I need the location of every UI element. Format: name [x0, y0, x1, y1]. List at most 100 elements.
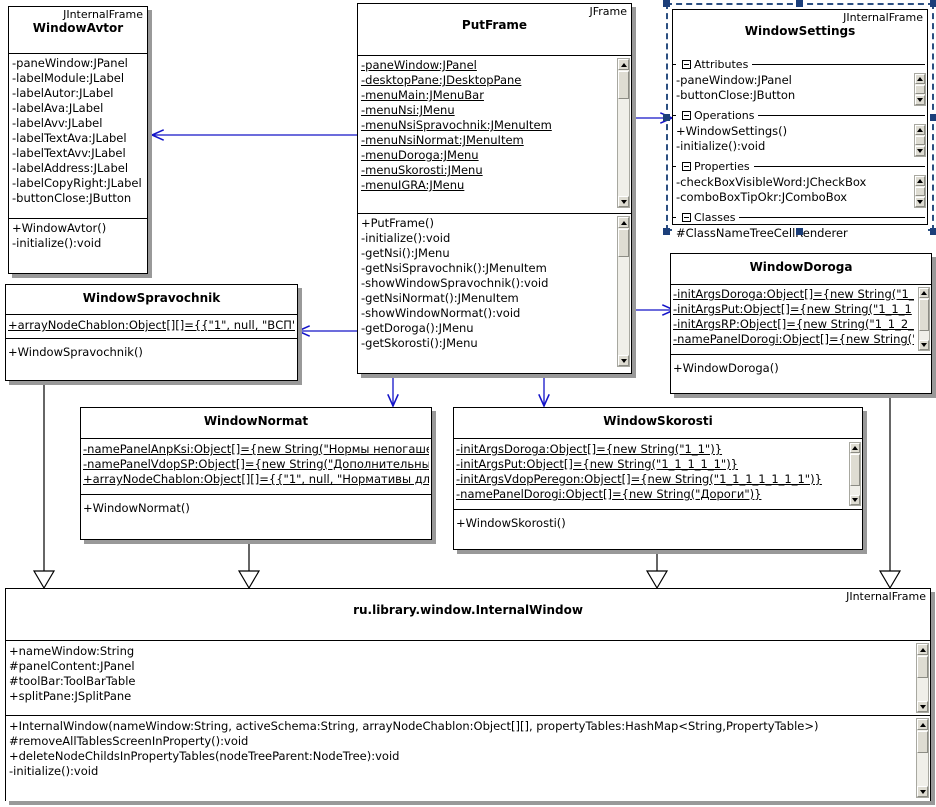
scroll-up-arrow[interactable]: [618, 217, 629, 228]
operation-item: +WindowNormat(): [83, 501, 190, 515]
selection-handle-top-left[interactable]: [663, 0, 670, 7]
scroll-up-arrow[interactable]: [915, 176, 925, 186]
selection-handle-bottom-right[interactable]: [930, 228, 936, 235]
operation-item: #removeAllTablesScreenInProperty():void: [9, 734, 249, 748]
scroll-thumb[interactable]: [618, 71, 629, 99]
attributes-compartment-windownormat[interactable]: -namePanelAnpKsi:Object[]={new String("Н…: [81, 439, 431, 495]
operations-compartment-windownormat[interactable]: +WindowNormat(): [81, 495, 431, 539]
selection-handle-bottom-left[interactable]: [663, 228, 670, 235]
class-box-windowdoroga[interactable]: WindowDoroga -initArgsDoroga:Object[]={n…: [670, 253, 932, 394]
operations-compartment-windowskorosti[interactable]: +WindowSkorosti(): [454, 510, 862, 549]
attribute-item: -namePanelAnpKsi:Object[]={new String("Н…: [83, 442, 429, 456]
attributes-vertical-scrollbar[interactable]: [918, 287, 930, 351]
operations-compartment-windowsettings[interactable]: +WindowSettings() -initialize():void: [673, 123, 927, 159]
selection-handle-middle-right[interactable]: [930, 114, 936, 121]
scroll-thumb[interactable]: [915, 136, 925, 145]
group-label-wrap: Classes: [676, 211, 740, 224]
scroll-up-arrow[interactable]: [618, 59, 629, 70]
collapse-toggle-icon[interactable]: [682, 60, 691, 69]
selection-handle-top-right[interactable]: [930, 0, 936, 7]
attribute-list: +nameWindow:String #panelContent:JPanel …: [6, 641, 930, 706]
scroll-up-arrow[interactable]: [915, 125, 925, 135]
scroll-up-arrow[interactable]: [917, 644, 928, 655]
scroll-down-arrow[interactable]: [917, 786, 928, 797]
class-box-windowskorosti[interactable]: WindowSkorosti -initArgsDoroga:Object[]=…: [453, 407, 863, 550]
operations-vertical-scrollbar[interactable]: [916, 718, 929, 798]
attribute-item: +nameWindow:String: [9, 644, 135, 658]
attributes-vertical-scrollbar[interactable]: [914, 73, 926, 106]
scroll-up-arrow[interactable]: [915, 74, 925, 84]
properties-vertical-scrollbar[interactable]: [914, 175, 926, 208]
scroll-thumb[interactable]: [919, 299, 929, 331]
scroll-down-arrow[interactable]: [915, 197, 925, 207]
attributes-compartment-windowsettings[interactable]: -paneWindow:JPanel -buttonClose:JButton: [673, 72, 927, 108]
scroll-thumb[interactable]: [618, 229, 629, 257]
scroll-down-arrow[interactable]: [850, 495, 860, 505]
operations-vertical-scrollbar[interactable]: [914, 124, 926, 157]
operation-list: +WindowDoroga(): [671, 355, 931, 378]
scroll-down-arrow[interactable]: [915, 95, 925, 105]
class-box-windowavtor[interactable]: JInternalFrame WindowAvtor -paneWindow:J…: [8, 6, 148, 274]
class-box-internalwindow[interactable]: JInternalFrame ru.library.window.Interna…: [5, 588, 931, 801]
operation-list: +WindowAvtor() -initialize():void: [9, 219, 147, 253]
class-header-windowavtor: JInternalFrame WindowAvtor: [9, 7, 147, 54]
operation-item: +WindowAvtor(): [12, 221, 107, 235]
attributes-compartment-putframe[interactable]: -paneWindow:JPanel -desktopPane:JDesktop…: [358, 56, 631, 214]
group-rule: [673, 217, 925, 218]
group-header-operations[interactable]: Operations: [673, 108, 927, 123]
scroll-up-arrow[interactable]: [850, 443, 860, 453]
attributes-vertical-scrollbar[interactable]: [916, 643, 929, 713]
scroll-down-arrow[interactable]: [919, 340, 929, 350]
properties-compartment-windowsettings[interactable]: -checkBoxVisibleWord:JCheckBox -comboBox…: [673, 174, 927, 210]
group-label: Properties: [694, 160, 750, 173]
operations-vertical-scrollbar[interactable]: [617, 216, 630, 367]
attributes-compartment-windowskorosti[interactable]: -initArgsDoroga:Object[]={new String("1_…: [454, 439, 862, 510]
attribute-item: -paneWindow:JPanel: [12, 56, 128, 70]
operations-compartment-windowavtor[interactable]: +WindowAvtor() -initialize():void: [9, 219, 147, 273]
selection-handle-top-center[interactable]: [796, 0, 803, 7]
operation-list: +WindowSkorosti(): [454, 510, 862, 533]
class-box-windownormat[interactable]: WindowNormat -namePanelAnpKsi:Object[]={…: [80, 407, 432, 540]
collapse-toggle-icon[interactable]: [682, 213, 691, 222]
class-box-windowsettings[interactable]: JInternalFrame WindowSettings Attributes…: [672, 9, 928, 244]
collapse-toggle-icon[interactable]: [682, 111, 691, 120]
scroll-down-arrow[interactable]: [618, 196, 629, 207]
operation-item: +PutFrame(): [361, 216, 434, 230]
scroll-down-arrow[interactable]: [915, 146, 925, 156]
class-name-label: WindowDoroga: [749, 260, 853, 274]
operations-compartment-windowspravochnik[interactable]: +WindowSpravochnik(): [6, 339, 297, 380]
class-box-putframe[interactable]: JFrame PutFrame -paneWindow:JPanel -desk…: [357, 3, 632, 374]
attributes-compartment-windowspravochnik[interactable]: +arrayNodeChablon:Object[][]={{"1", null…: [6, 315, 297, 339]
scroll-thumb[interactable]: [917, 656, 928, 678]
operations-compartment-internalwindow[interactable]: +InternalWindow(nameWindow:String, activ…: [6, 716, 930, 801]
scroll-thumb[interactable]: [915, 85, 925, 94]
attribute-item: -initArgsPut:Object[]={new String("1_1_1: [673, 302, 912, 316]
scroll-down-arrow[interactable]: [917, 701, 928, 712]
attributes-compartment-windowavtor[interactable]: -paneWindow:JPanel -labelModule:JLabel -…: [9, 54, 147, 219]
scroll-down-arrow[interactable]: [618, 355, 629, 366]
class-box-windowspravochnik[interactable]: WindowSpravochnik +arrayNodeChablon:Obje…: [5, 284, 298, 381]
collapse-toggle-icon[interactable]: [682, 162, 691, 171]
operation-list: +WindowSettings() -initialize():void: [673, 123, 927, 155]
attributes-vertical-scrollbar[interactable]: [849, 442, 861, 506]
scroll-thumb[interactable]: [915, 187, 925, 196]
operation-item: -initialize():void: [9, 764, 99, 778]
group-header-classes[interactable]: Classes: [673, 210, 927, 225]
scroll-thumb[interactable]: [917, 731, 928, 753]
attributes-compartment-internalwindow[interactable]: +nameWindow:String #panelContent:JPanel …: [6, 641, 930, 716]
scroll-thumb[interactable]: [850, 454, 860, 486]
operations-compartment-windowdoroga[interactable]: +WindowDoroga(): [671, 355, 931, 393]
selection-handle-middle-left[interactable]: [663, 114, 670, 121]
class-name-label: PutFrame: [461, 18, 528, 32]
selection-handle-bottom-center[interactable]: [796, 228, 803, 235]
class-header-windowskorosti: WindowSkorosti: [454, 408, 862, 439]
scroll-up-arrow[interactable]: [919, 288, 929, 298]
attributes-vertical-scrollbar[interactable]: [617, 58, 630, 208]
group-header-properties[interactable]: Properties: [673, 159, 927, 174]
scroll-up-arrow[interactable]: [917, 719, 928, 730]
attributes-compartment-windowdoroga[interactable]: -initArgsDoroga:Object[]={new String("1_…: [671, 285, 931, 355]
attribute-item: +arrayNodeChablon:Object[][]={{"1", null…: [8, 318, 295, 332]
group-header-attributes[interactable]: Attributes: [673, 57, 927, 72]
generalization-windowdoroga-to-internalwindow: [878, 394, 902, 590]
operations-compartment-putframe[interactable]: +PutFrame() -initialize():void -getNsi()…: [358, 214, 631, 373]
